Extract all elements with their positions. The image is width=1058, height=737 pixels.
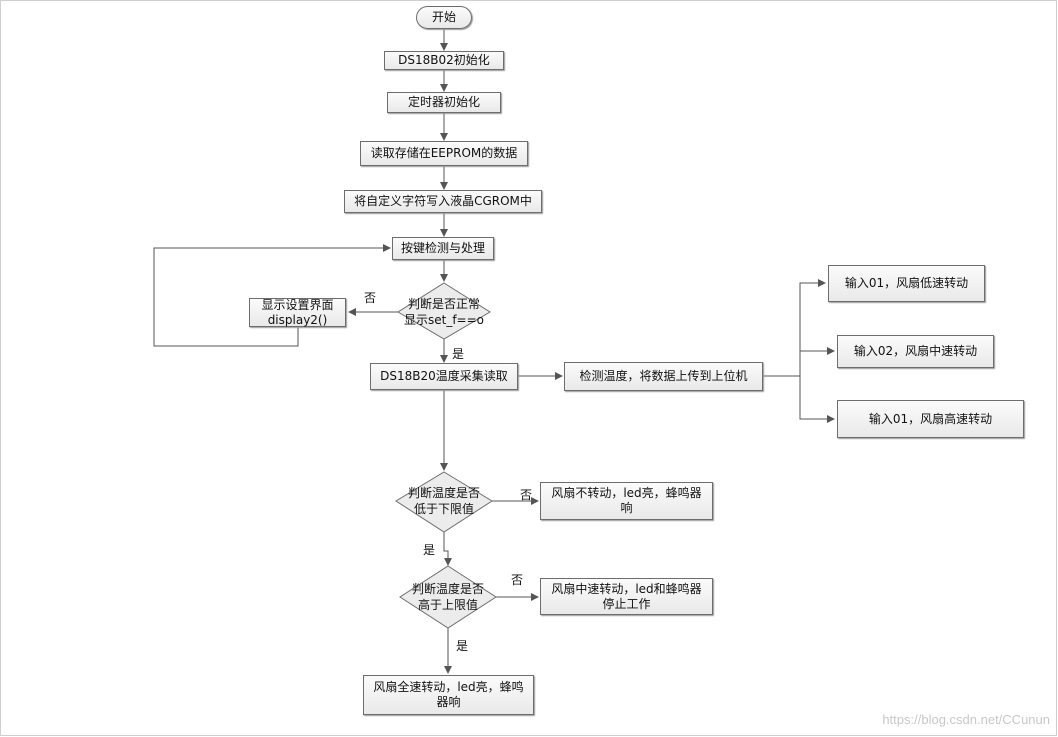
arrow-to-input-low (799, 279, 826, 376)
fan-off-box: 风扇不转动，led亮，蜂鸣器 响 (540, 482, 713, 520)
decision-upper-diamond (399, 565, 497, 629)
decision-display-text: 判断是否正常 显示set_f==o (403, 297, 485, 327)
input-high-box: 输入01，风扇高速转动 (837, 400, 1024, 438)
arrow-lower-upper (443, 532, 452, 566)
input-mid-box: 输入02，风扇中速转动 (837, 335, 994, 368)
decision-lower-text: 判断温度是否 低于下限值 (407, 486, 480, 516)
decision-lower-diamond (395, 471, 493, 533)
watermark: https://blog.csdn.net/CCunun (882, 712, 1050, 727)
temp-read-box: DS18B20温度采集读取 (370, 363, 518, 390)
detect-upload-box: 检测温度，将数据上传到上位机 (564, 362, 763, 391)
write-cgrom-box: 将自定义字符写入液晶CGROM中 (344, 190, 542, 213)
decision-display-diamond (397, 282, 491, 340)
start-terminal: 开始 (416, 6, 472, 29)
label-no-upper: 否 (511, 573, 524, 587)
read-eeprom-box: 读取存储在EEPROM的数据 (360, 141, 528, 166)
ds18b02-init-box: DS18B02初始化 (384, 51, 504, 70)
decision-upper-text: 判断温度是否 高于上限值 (411, 582, 484, 612)
arrow-to-input-high (799, 376, 835, 423)
label-no-lower: 否 (520, 488, 533, 502)
label-yes-upper: 是 (456, 639, 469, 653)
fan-medium-box: 风扇中速转动，led和蜂鸣器 停止工作 (540, 578, 713, 615)
key-detect-box: 按键检测与处理 (392, 237, 494, 260)
input-low-box: 输入01，风扇低速转动 (828, 265, 985, 302)
label-yes-lower: 是 (423, 543, 436, 557)
show-settings-box: 显示设置界面 display2() (249, 298, 346, 327)
timer-init-box: 定时器初始化 (387, 92, 501, 113)
label-no-display: 否 (364, 291, 377, 305)
label-yes-display: 是 (452, 347, 465, 361)
fan-full-box: 风扇全速转动，led亮，蜂鸣 器响 (363, 675, 534, 715)
loop-back-line (153, 244, 391, 347)
